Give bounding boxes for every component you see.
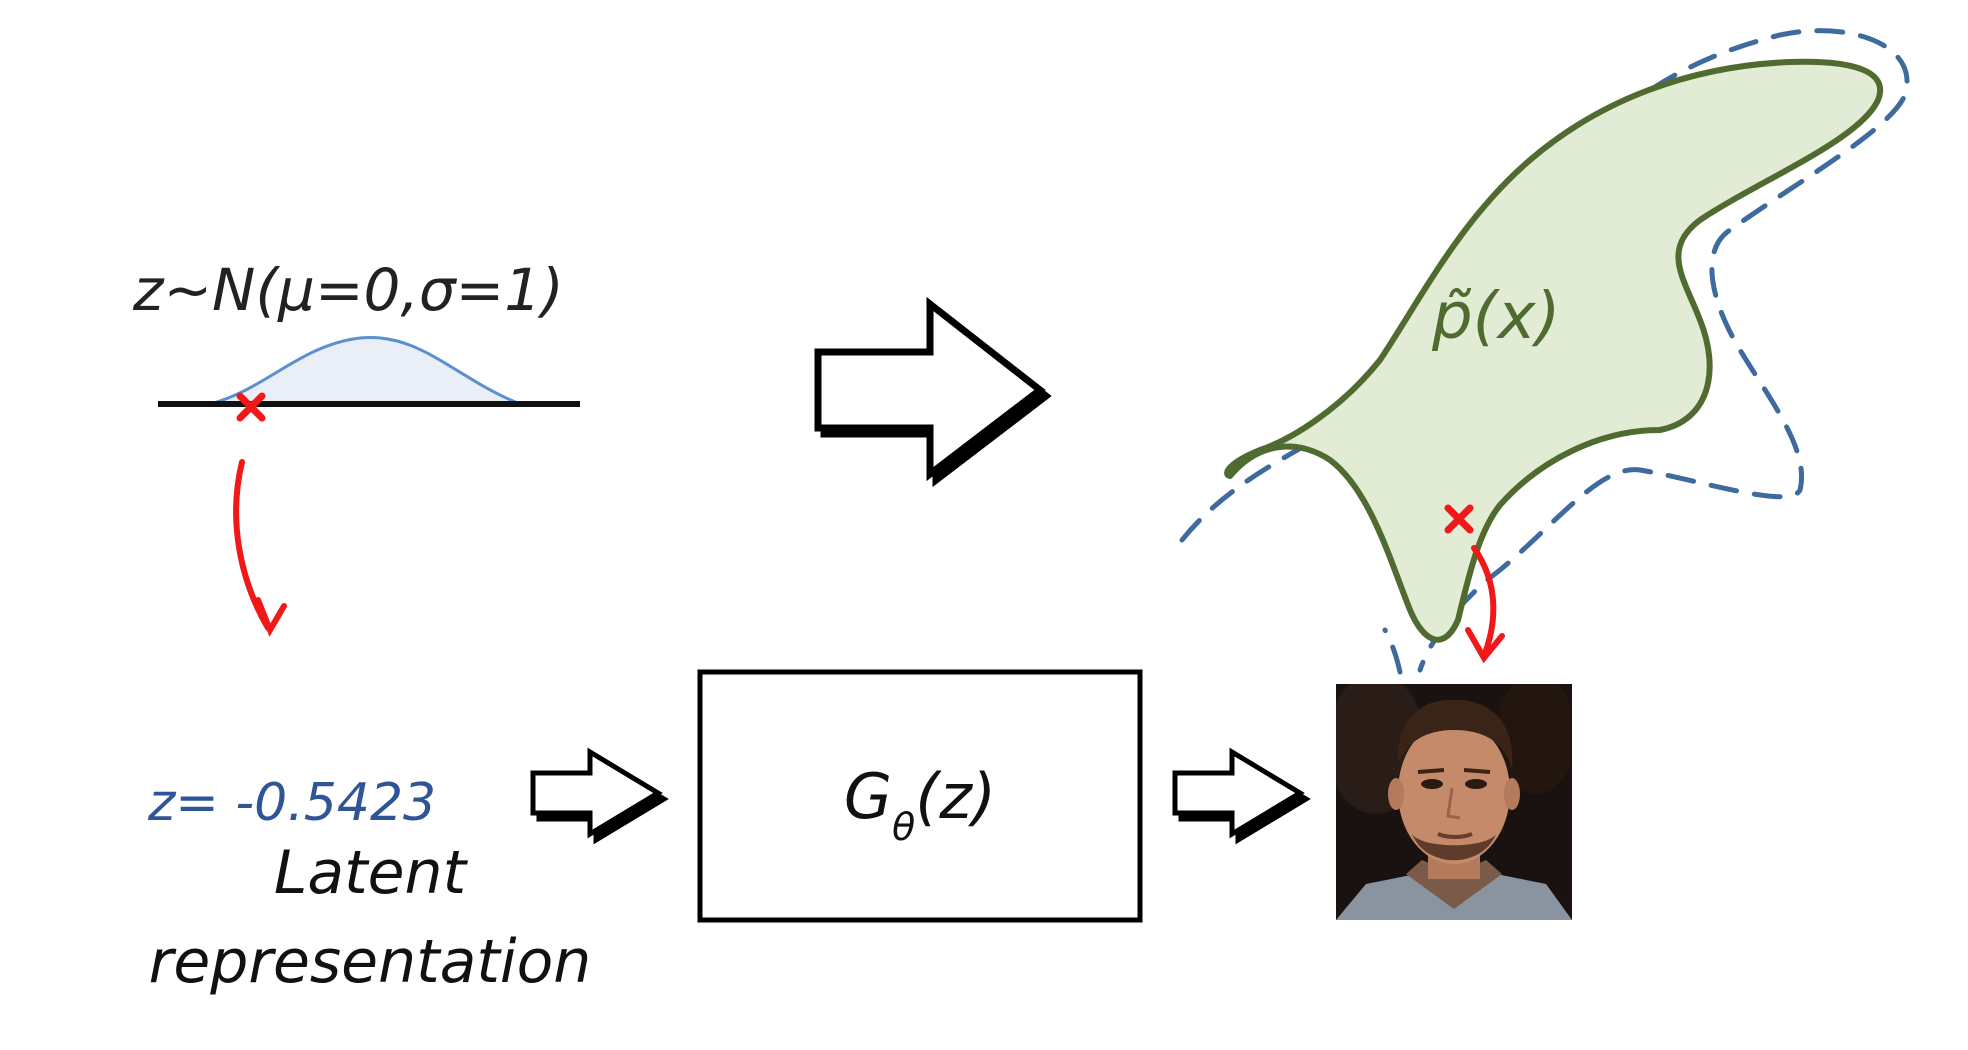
model-distribution-shape [1224, 58, 1883, 643]
arrow-prior-to-distribution [814, 296, 1046, 482]
gaussian-curve [209, 335, 521, 406]
latent-representation: z= -0.5423 Latent representation [147, 773, 591, 997]
data-distribution: p̃(x) [1179, 28, 1910, 675]
latent-value: z= -0.5423 [147, 773, 436, 833]
latent-label-line1: Latent [274, 838, 469, 908]
generated-face-image [1336, 684, 1572, 920]
output-sample-marker [1444, 504, 1474, 534]
latent-label-line2: representation [149, 927, 592, 997]
prior-formula: z~N(μ=0,σ=1) [132, 256, 564, 324]
face-photo [1336, 684, 1572, 920]
sample-marker [236, 392, 266, 422]
generator-subscript: θ [892, 805, 915, 849]
generator-label: Gθ(z) [844, 760, 996, 849]
arrow-generator-to-output [1172, 747, 1305, 839]
distribution-label: p̃(x) [1431, 280, 1560, 354]
output-sample-arrow [1465, 545, 1505, 664]
sample-arrow [233, 459, 287, 637]
arrow-latent-to-generator [530, 747, 663, 839]
prior-distribution: z~N(μ=0,σ=1) [132, 256, 580, 637]
generator-box: Gθ(z) [697, 669, 1143, 923]
